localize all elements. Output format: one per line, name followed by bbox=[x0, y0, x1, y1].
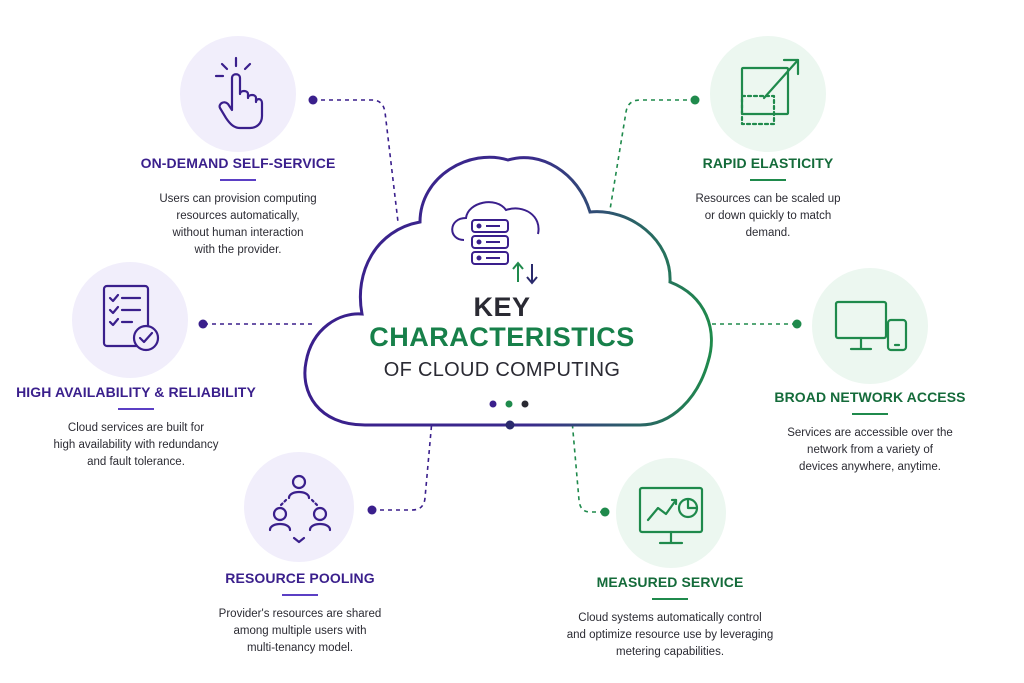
pointer-hand-icon bbox=[214, 56, 264, 130]
feature-title: RAPID ELASTICITY bbox=[702, 155, 834, 171]
checklist-icon bbox=[102, 284, 160, 352]
feature-on-demand: ON-DEMAND SELF-SERVICE Users can provisi… bbox=[128, 155, 348, 259]
feature-title: RESOURCE POOLING bbox=[225, 570, 375, 586]
feature-description: Resources can be scaled up or down quick… bbox=[695, 193, 841, 239]
rapid-elasticity-icon-circle bbox=[710, 36, 826, 152]
analytics-monitor-icon bbox=[638, 486, 704, 545]
broad-network-icon-circle bbox=[812, 268, 928, 384]
green-connector-dots bbox=[600, 95, 802, 517]
dot-resource-pooling bbox=[367, 505, 377, 515]
purple-connectors bbox=[204, 99, 433, 511]
on-demand-icon-circle bbox=[180, 36, 296, 152]
center-title-cloud-computing: OF CLOUD COMPUTING bbox=[383, 359, 621, 381]
feature-description: Services are accessible over the network… bbox=[787, 427, 953, 473]
cloud-bottom-dot bbox=[505, 420, 515, 430]
title-underline bbox=[750, 179, 786, 181]
green-connectors bbox=[571, 99, 796, 513]
connector-rapid-elasticity bbox=[607, 99, 695, 223]
feature-description: Cloud systems automatically control and … bbox=[566, 612, 774, 658]
feature-broad-network: BROAD NETWORK ACCESS Services are access… bbox=[760, 389, 980, 476]
high-availability-icon-circle bbox=[72, 262, 188, 378]
connector-measured-service bbox=[571, 419, 604, 513]
dot-broad-network bbox=[792, 319, 802, 329]
cloud-shape bbox=[303, 155, 713, 427]
feature-measured-service: MEASURED SERVICE Cloud systems automatic… bbox=[540, 574, 800, 661]
title-underline bbox=[852, 413, 888, 415]
users-group-icon bbox=[268, 474, 332, 544]
feature-description: Provider's resources are shared among mu… bbox=[218, 608, 382, 654]
title-underline bbox=[118, 408, 154, 410]
feature-title: MEASURED SERVICE bbox=[596, 574, 744, 590]
server-cloud-icon bbox=[451, 201, 540, 265]
dot-on-demand bbox=[308, 95, 318, 105]
sync-arrows-icon bbox=[512, 261, 538, 285]
title-underline bbox=[220, 179, 256, 181]
feature-high-availability: HIGH AVAILABILITY & RELIABILITY Cloud se… bbox=[10, 384, 262, 471]
feature-resource-pooling: RESOURCE POOLING Provider's resources ar… bbox=[190, 570, 410, 657]
center-title-key: KEY bbox=[473, 292, 531, 322]
dot-high-availability bbox=[198, 319, 208, 329]
feature-title: ON-DEMAND SELF-SERVICE bbox=[140, 155, 336, 171]
title-underline bbox=[652, 598, 688, 600]
feature-rapid-elasticity: RAPID ELASTICITY Resources can be scaled… bbox=[668, 155, 868, 242]
feature-description: Cloud services are built for high availa… bbox=[53, 422, 219, 468]
feature-title: HIGH AVAILABILITY & RELIABILITY bbox=[16, 384, 256, 400]
pagination-dots bbox=[489, 400, 529, 408]
scale-expand-icon bbox=[740, 58, 800, 126]
title-underline bbox=[282, 594, 318, 596]
purple-connector-dots bbox=[198, 95, 377, 515]
dot-measured-service bbox=[600, 507, 610, 517]
center-title-characteristics: CHARACTERISTICS bbox=[369, 322, 635, 352]
measured-service-icon-circle bbox=[616, 458, 726, 568]
connector-resource-pooling bbox=[372, 419, 433, 511]
feature-description: Users can provision computing resources … bbox=[159, 193, 317, 256]
resource-pooling-icon-circle bbox=[244, 452, 354, 562]
dot-rapid-elasticity bbox=[690, 95, 700, 105]
devices-icon bbox=[834, 300, 908, 352]
connector-on-demand bbox=[313, 99, 399, 223]
feature-title: BROAD NETWORK ACCESS bbox=[774, 389, 966, 405]
